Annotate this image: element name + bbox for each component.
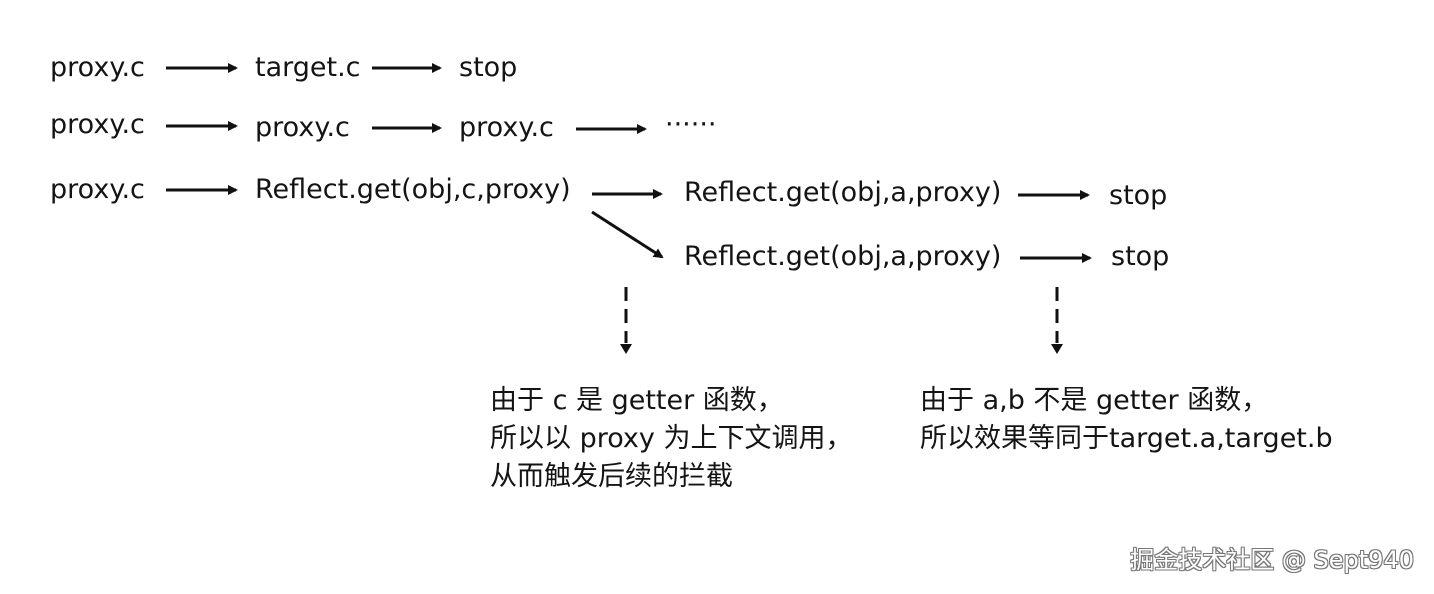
row2-node-proxy-2: proxy.c (255, 112, 350, 143)
dashed-pointer-left-head (620, 344, 632, 354)
row1-node-target: target.c (255, 52, 361, 83)
watermark: 掘金技术社区 @ Sept940 (1130, 546, 1414, 574)
note-right-line-1: 由于 a,b 不是 getter 函数， (920, 385, 1269, 416)
row3-node-reflect-c: Reflect.get(obj,c,proxy) (255, 174, 571, 205)
note-right: 由于 a,b 不是 getter 函数， 所以效果等同于target.a,tar… (920, 382, 1333, 458)
note-left-line-2: 所以以 proxy 为上下文调用， (490, 423, 853, 454)
row3-node-proxy: proxy.c (50, 174, 145, 205)
note-right-line-2: 所以效果等同于target.a,target.b (920, 423, 1333, 454)
row3-node-reflect-a-top: Reflect.get(obj,a,proxy) (684, 177, 1002, 208)
row3-node-stop-bottom: stop (1111, 241, 1170, 272)
dashed-pointer-right-head (1051, 344, 1063, 354)
row3-node-stop-top: stop (1109, 180, 1168, 211)
row2-node-proxy-1: proxy.c (50, 109, 145, 140)
note-left: 由于 c 是 getter 函数， 所以以 proxy 为上下文调用， 从而触发… (490, 382, 852, 496)
note-left-line-3: 从而触发后续的拦截 (490, 461, 733, 492)
arrow-row3-branch-bottom (591, 210, 664, 259)
row1-node-stop: stop (459, 52, 518, 83)
row3-node-reflect-a-bottom: Reflect.get(obj,a,proxy) (684, 241, 1002, 272)
row2-node-ellipsis: ······ (665, 109, 717, 140)
row1-node-proxy: proxy.c (50, 52, 145, 83)
note-left-line-1: 由于 c 是 getter 函数， (490, 385, 784, 416)
row2-node-proxy-3: proxy.c (459, 112, 554, 143)
